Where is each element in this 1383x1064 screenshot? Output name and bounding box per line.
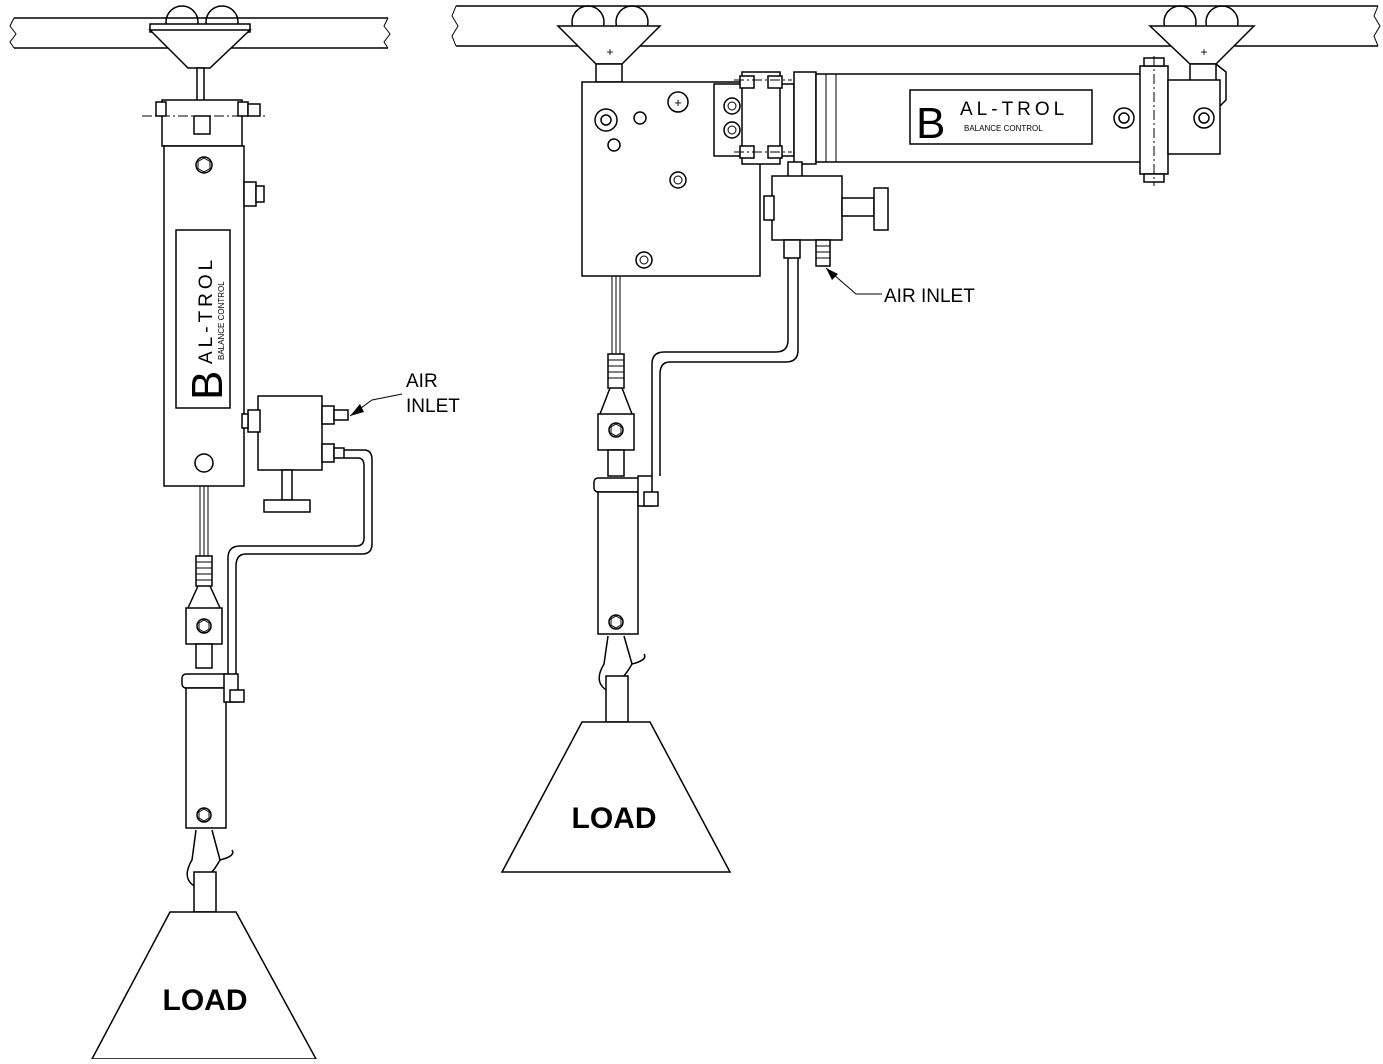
- right-load-label: LOAD: [572, 802, 657, 835]
- left-cable-clamp: [185, 555, 223, 669]
- left-control-valve: [241, 395, 349, 513]
- left-air-inlet-callout: AIR INLET: [349, 371, 460, 417]
- left-air-inlet-label-1: AIR: [406, 371, 438, 392]
- left-hook: [186, 829, 234, 913]
- right-balancer-assembly: + + +: [451, 5, 1381, 873]
- left-trolley: [148, 5, 252, 131]
- right-cylinder-body: [815, 56, 1221, 186]
- left-balancer-assembly: B AL-TROL BALANCE CONTROL AIR INLET: [9, 5, 460, 1060]
- left-air-hose: [227, 449, 373, 680]
- right-control-valve: [763, 161, 889, 267]
- right-cable: [611, 276, 621, 356]
- left-logo-letter: B: [183, 371, 232, 400]
- right-actuator: [593, 475, 659, 635]
- left-load-label: LOAD: [163, 984, 248, 1017]
- right-trolley-right: +: [1148, 5, 1256, 107]
- left-cable: [199, 486, 209, 560]
- right-hook: [598, 635, 646, 723]
- left-actuator: [181, 673, 245, 829]
- right-load: LOAD: [500, 721, 732, 873]
- right-cable-clamp: [597, 353, 635, 477]
- left-logo-plate: B AL-TROL BALANCE CONTROL: [175, 229, 232, 409]
- right-air-inlet-label: AIR INLET: [884, 286, 975, 307]
- svg-text:+: +: [606, 45, 613, 59]
- left-air-inlet-label-2: INLET: [406, 396, 460, 417]
- left-logo-subtitle: BALANCE CONTROL: [217, 281, 226, 360]
- right-logo-subtitle: BALANCE CONTROL: [964, 124, 1043, 133]
- right-trolley-left: +: [556, 5, 662, 83]
- left-clevis-pin: [142, 99, 268, 147]
- right-end-flange: [713, 71, 817, 165]
- left-logo-text: AL-TROL: [196, 256, 217, 364]
- right-air-hose: [651, 258, 799, 476]
- right-logo-text: AL-TROL: [960, 99, 1068, 120]
- right-logo-letter: B: [916, 99, 945, 148]
- svg-text:+: +: [674, 95, 682, 110]
- svg-text:+: +: [1200, 45, 1207, 59]
- right-logo-plate: B AL-TROL BALANCE CONTROL: [909, 89, 1093, 148]
- left-load: LOAD: [90, 911, 318, 1060]
- right-air-inlet-callout: AIR INLET: [825, 267, 975, 307]
